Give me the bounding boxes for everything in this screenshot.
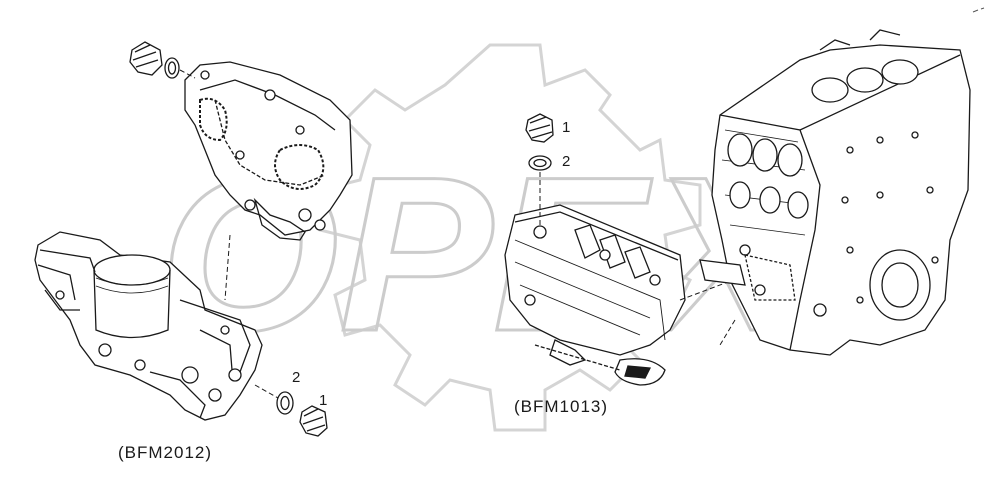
bfm2012-cover-housing [184, 61, 353, 241]
callout-number: 2 [562, 153, 571, 170]
callout-number: 1 [562, 119, 571, 136]
model-label-bfm2012: (BFM2012) [118, 443, 213, 462]
bfm1013-plug [525, 113, 554, 143]
bfm2012-upper-plug [129, 41, 163, 76]
bfm1013-seal [528, 155, 552, 171]
bfm2012-upper-seal [164, 57, 180, 79]
bfm1013-cooler-housing [504, 204, 686, 386]
engine-block [699, 29, 971, 356]
model-label-bfm1013: (BFM1013) [514, 397, 609, 416]
bfm2012-filter-housing [34, 231, 263, 421]
callout-number: 1 [319, 392, 328, 409]
leader-line [224, 234, 231, 301]
bfm2012-lower-plug [299, 405, 328, 437]
bfm2012-lower-seal [276, 391, 294, 415]
leader-line [179, 69, 196, 79]
corner-mark [972, 7, 985, 13]
assembly-lines [719, 319, 736, 346]
leader-line [254, 384, 279, 399]
leader-line [679, 269, 761, 301]
callout-number: 2 [292, 369, 301, 386]
